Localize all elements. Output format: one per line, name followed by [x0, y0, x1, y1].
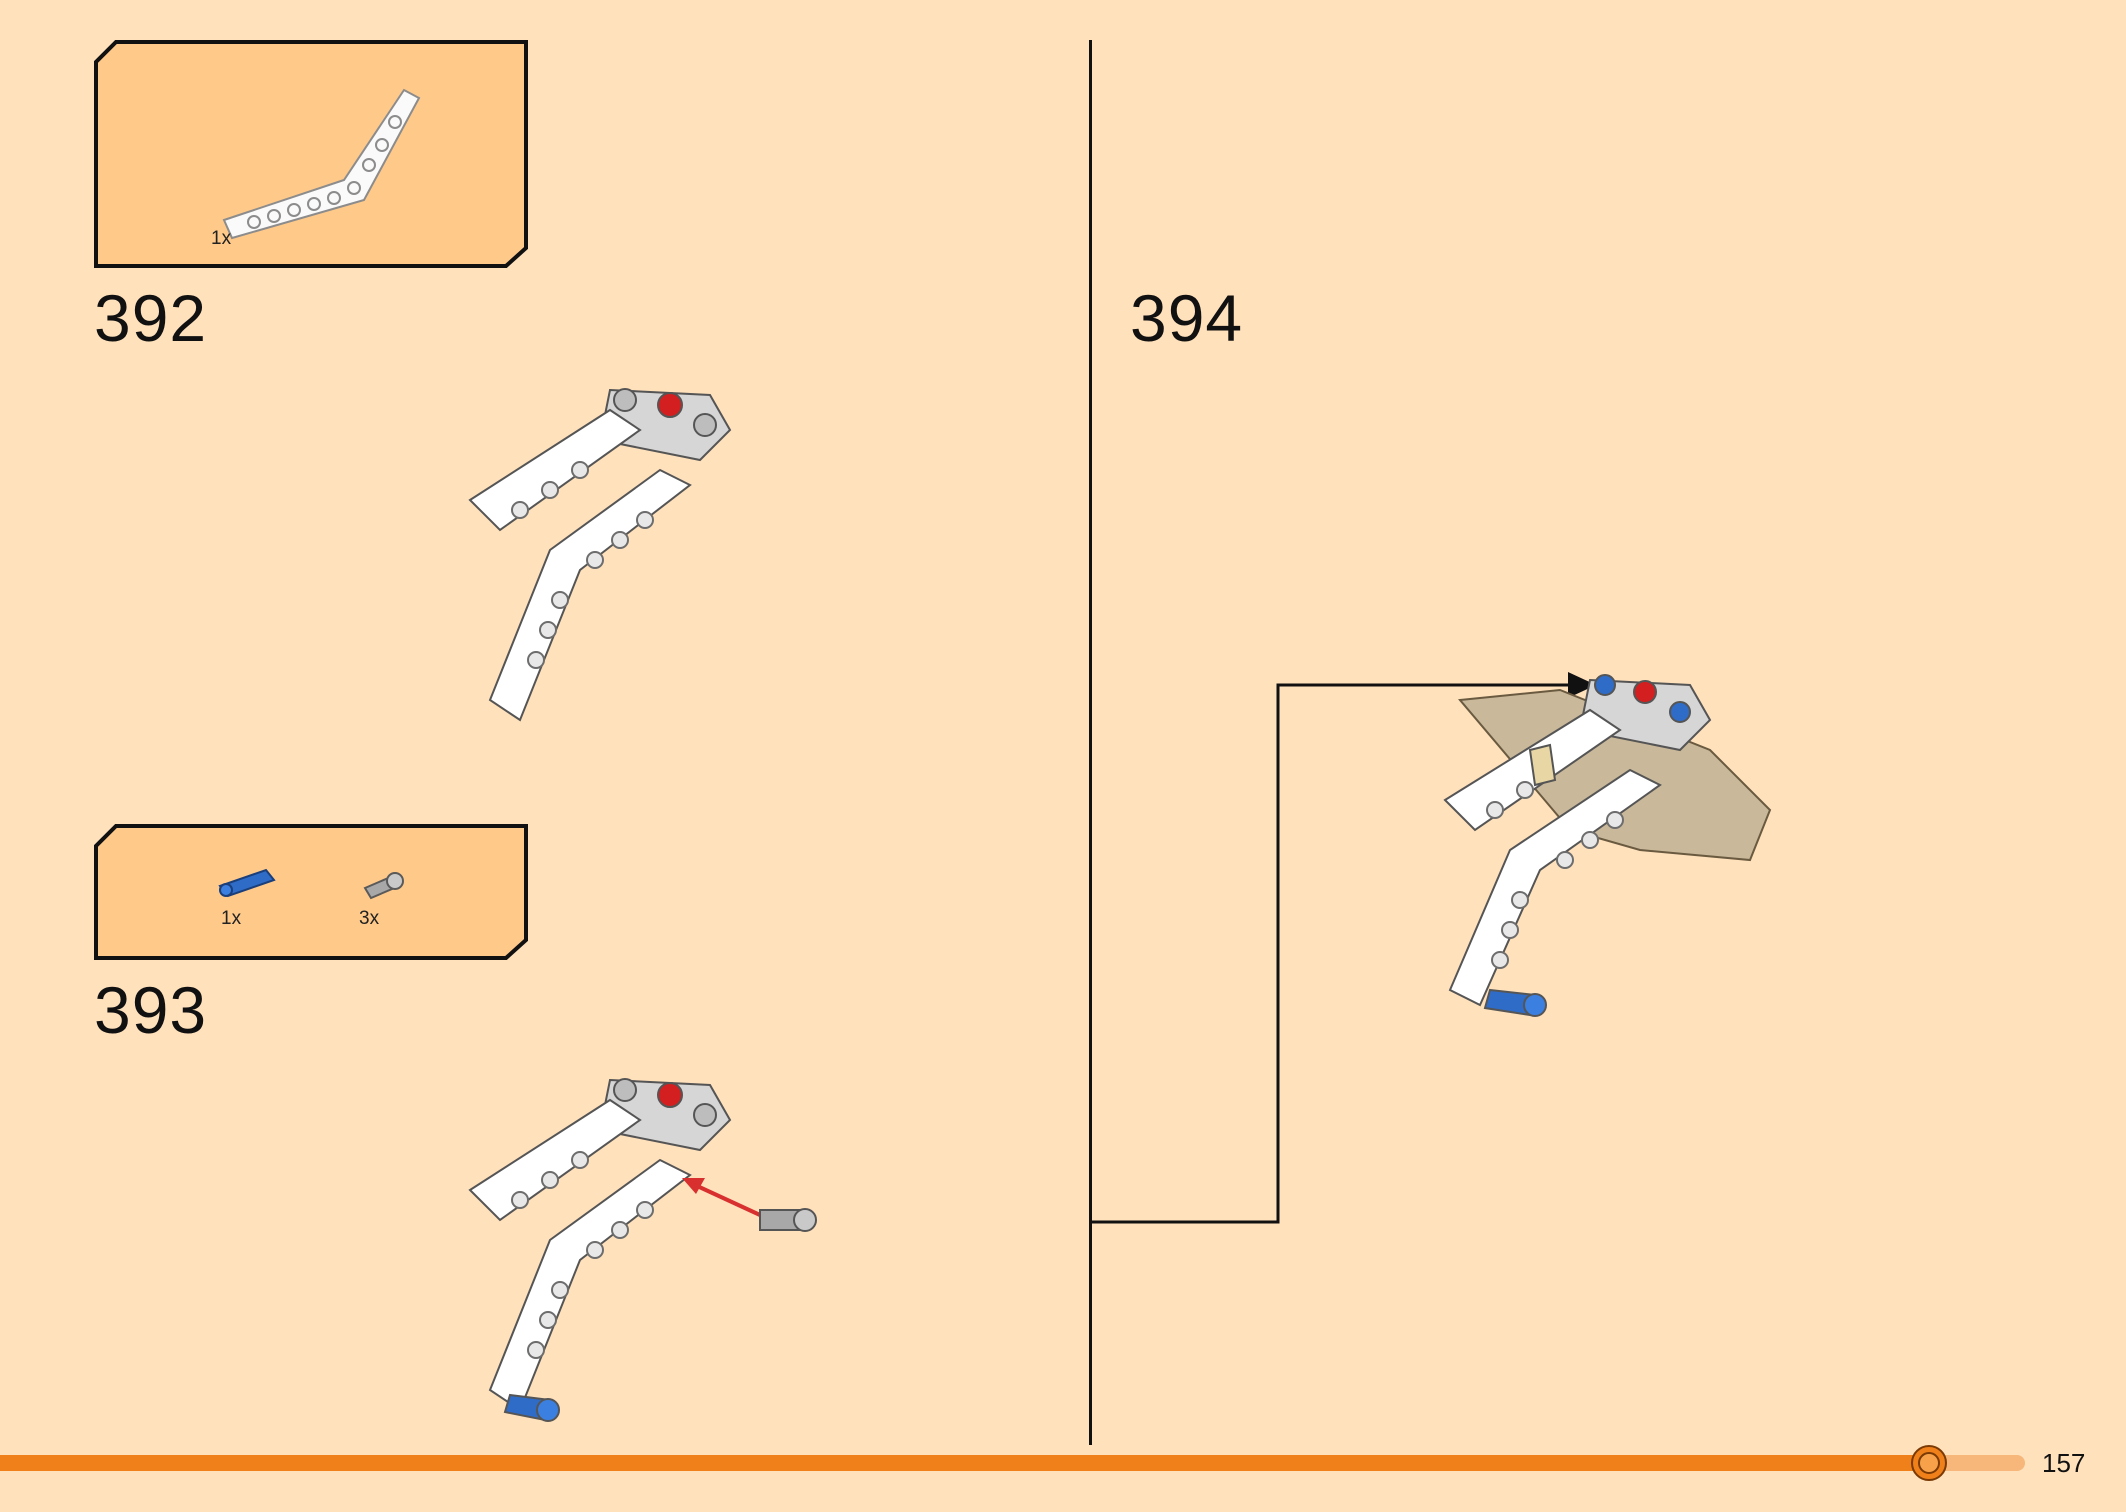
page-divider [1089, 40, 1092, 1445]
progress-marker-icon [1911, 1445, 1947, 1481]
part-quantity: 3x [359, 908, 380, 929]
step-number-392: 392 [94, 281, 208, 355]
gray-pin-icon [363, 872, 404, 900]
parts-callout-393: 1x 3x [94, 824, 528, 960]
step-number-393: 393 [94, 973, 208, 1047]
part-quantity: 1x [211, 228, 232, 249]
step-393-assembly-illustration [468, 1078, 817, 1422]
insert-arrow [682, 1178, 761, 1217]
subassembly-connector-arrow [1092, 672, 1596, 1224]
blue-axle-pin-icon [218, 868, 276, 898]
page-number: 157 [2042, 1448, 2086, 1478]
parts-callout-frame [94, 824, 528, 960]
step-392-assembly-illustration [468, 388, 732, 722]
progress-bar-track [1930, 1455, 2025, 1471]
progress-bar [0, 1455, 1930, 1471]
step-number-394: 394 [1130, 281, 1244, 355]
bent-beam-part-icon [222, 88, 421, 240]
part-quantity: 1x [221, 908, 242, 929]
step-394-assembly-illustration [1443, 674, 1772, 1017]
parts-callout-392: 1x [94, 40, 528, 268]
gray-pin-icon [759, 1208, 817, 1232]
